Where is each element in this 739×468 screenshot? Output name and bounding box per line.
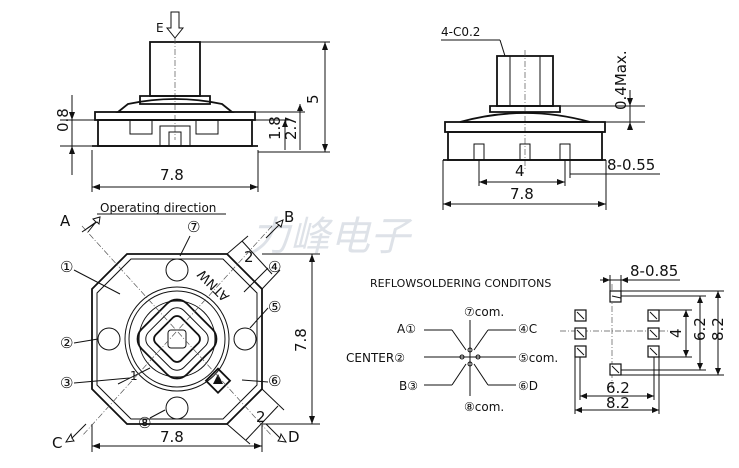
- max-label: 0.4Max.: [612, 50, 630, 110]
- dim-inner-v: 4: [667, 328, 685, 338]
- dim-pin-span: 4: [515, 162, 525, 180]
- top-view: ATNW ① ② ③ ⑦ ④ ⑤ ⑥ ⑧ 1 2 2: [52, 201, 320, 452]
- arrow-c-icon: [65, 423, 87, 443]
- direction-c-label: C: [52, 434, 62, 452]
- dim-top-height: 7.8: [292, 328, 310, 352]
- dim-left-height: 0.8: [54, 108, 72, 132]
- schematic-label-center: CENTER②: [346, 351, 405, 365]
- pin-label-6: ⑥: [268, 372, 281, 390]
- dim-chamfer-top: 2: [244, 248, 254, 266]
- pin-label-5: ⑤: [268, 298, 281, 316]
- dim-body-h1: 1.8: [266, 116, 284, 140]
- dim-front-width: 7.8: [510, 185, 534, 203]
- dim-inner-h: 6.2: [606, 379, 630, 397]
- hole-right: [233, 327, 257, 351]
- side-view: E 5 1.8 2.7 0.8 7.8: [54, 11, 330, 192]
- dim-top-width: 7.8: [160, 428, 184, 446]
- arrow-a-icon: [81, 216, 101, 233]
- pad-size-label: 8-0.85: [630, 262, 678, 280]
- hole-left: [97, 327, 121, 351]
- schematic-label-com-7: ⑦com.: [464, 305, 504, 319]
- arrow-b-icon: [265, 219, 284, 239]
- push-arrow-icon: [165, 11, 185, 39]
- dim-stem-height: 5: [304, 94, 322, 104]
- hole-top: [165, 258, 189, 282]
- top-outline: [91, 253, 263, 425]
- push-label: E: [156, 21, 164, 35]
- schematic: REFLOWSOLDERING CONDITONS A① CENTER② B③ …: [346, 277, 558, 414]
- dim-pin-width: 8-0.55: [607, 156, 655, 174]
- pin-label-7: ⑦: [187, 218, 200, 236]
- dim-side-width: 7.8: [160, 166, 184, 184]
- product-marking: ATNW: [195, 266, 233, 304]
- dim-mid-v: 6.2: [691, 317, 709, 341]
- footprint: 8-0.85 4 6.2 8.2 6.2 8.2: [560, 262, 727, 414]
- dim-outer-h: 8.2: [606, 394, 630, 412]
- schematic-label-a: A①: [397, 322, 416, 336]
- pin-label-4: ④: [268, 258, 281, 276]
- front-view: 4-C0.2 0.4Max. 4 8-0.55 7.8: [441, 25, 660, 210]
- schematic-label-com-5: ⑤com.: [518, 351, 558, 365]
- operating-direction-label: Operating direction: [100, 201, 216, 215]
- schematic-label-b: B③: [399, 379, 418, 393]
- pin-label-2: ②: [60, 334, 73, 352]
- orientation-mark: [204, 367, 232, 395]
- direction-d-label: D: [288, 428, 300, 446]
- pin-label-1: ①: [60, 258, 73, 276]
- hole-bottom: [165, 396, 189, 420]
- dim-body-h2: 2.7: [282, 116, 300, 140]
- schematic-title: REFLOWSOLDERING CONDITONS: [370, 277, 551, 290]
- dim-chamfer-bottom: 2: [256, 408, 266, 426]
- arrow-d-icon: [265, 423, 287, 443]
- dim-outer-v: 8.2: [709, 317, 727, 341]
- pin-label-8: ⑧: [138, 414, 151, 432]
- watermark: 力峰电子: [250, 214, 413, 260]
- schematic-label-c: ④C: [518, 322, 537, 336]
- direction-b-label: B: [284, 208, 294, 226]
- schematic-label-com-8: ⑧com.: [464, 400, 504, 414]
- schematic-label-d: ⑥D: [518, 379, 538, 393]
- direction-a-label: A: [60, 212, 71, 230]
- chamfer-label: 4-C0.2: [441, 25, 480, 39]
- pin-label-3: ③: [60, 374, 73, 392]
